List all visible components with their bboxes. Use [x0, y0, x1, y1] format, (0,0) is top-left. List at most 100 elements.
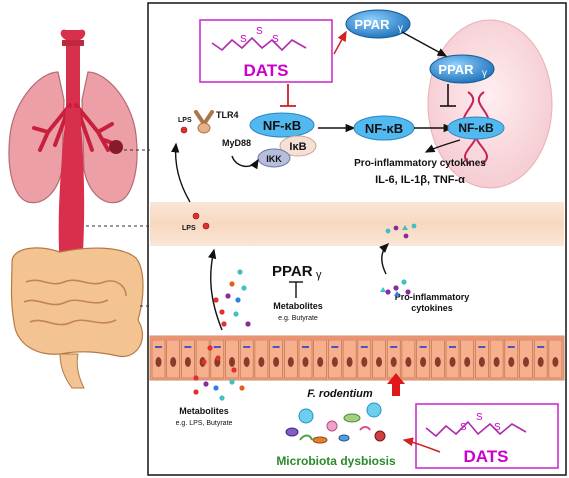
ppar-label-upper: PPAR — [354, 17, 390, 32]
cell-nucleus — [287, 357, 294, 367]
dats-box-bottom: S S S DATS — [415, 403, 559, 469]
tight-junction — [272, 346, 280, 348]
lps-label-upper: LPS — [178, 117, 192, 124]
metabolites-mid-label: Metabolites — [273, 301, 323, 311]
tight-junction — [302, 346, 309, 348]
cell-nucleus — [229, 357, 235, 367]
tight-junction — [449, 346, 456, 348]
svg-text:S: S — [240, 34, 247, 45]
cell-nucleus — [258, 357, 265, 367]
circulation-band — [150, 202, 564, 246]
epithelial-layer — [149, 335, 565, 381]
inhibit-metabolites-ppar — [289, 281, 303, 298]
ppar-sub-nucleus: γ — [482, 68, 487, 79]
lung-lesion — [109, 140, 123, 154]
svg-text:S: S — [272, 34, 279, 45]
tlr4-receptor: TLR4 MyD88 — [194, 110, 251, 148]
lps-label-lower: LPS — [182, 225, 196, 232]
nfkb-label-1: NF-κB — [263, 118, 301, 133]
bronchi — [32, 103, 120, 152]
tight-junction — [419, 346, 427, 348]
cell-nucleus — [523, 357, 529, 367]
cytokines-list: IL-6, IL-1β, TNF-α — [375, 174, 465, 186]
arrow-lps-up-2 — [208, 248, 223, 331]
cell-nucleus — [155, 357, 162, 367]
tight-junction — [331, 346, 339, 348]
cell-nucleus — [478, 357, 485, 367]
ikk-loop-arrow — [231, 155, 259, 170]
tlr4-label: TLR4 — [216, 110, 239, 120]
nfkb-free: NF-κB — [353, 115, 415, 141]
cell-nucleus — [170, 357, 177, 367]
tight-junction — [360, 346, 368, 348]
cell-nucleus — [346, 357, 353, 367]
arrow-ppar-to-ppar — [401, 31, 448, 57]
dats-label-top: DATS — [243, 61, 288, 80]
dats-label-bottom: DATS — [463, 447, 508, 466]
anatomy-illustration — [8, 29, 144, 389]
tight-junction — [507, 346, 515, 348]
microbiota-cluster — [285, 402, 386, 444]
esophagus — [58, 108, 85, 270]
arrow-cytokines-up — [379, 243, 389, 275]
cell-nucleus — [508, 357, 515, 367]
svg-text:S: S — [256, 26, 263, 37]
cell-nucleus — [302, 357, 309, 367]
cell-nucleus — [390, 357, 397, 367]
tight-junction — [390, 346, 398, 348]
metabolites-low-eg: e.g. LPS, Butyrate — [176, 420, 233, 427]
bacterium-label: F. rodentium — [307, 388, 373, 400]
cell-nucleus — [537, 357, 544, 367]
dats-structure-bottom — [425, 420, 527, 438]
cytokines-heading: Pro-inflammatory cytokines — [354, 158, 486, 169]
svg-text:PPAR: PPAR — [272, 263, 313, 280]
dats-structure-top — [211, 36, 307, 52]
cell-nucleus — [376, 357, 382, 367]
metabolite-particles — [193, 223, 417, 401]
proinflammatory-label-2: cytokines — [411, 303, 453, 313]
arrow-dats-to-ppar — [333, 30, 347, 55]
ppar-sub-mid: γ — [316, 269, 322, 281]
left-lung — [8, 71, 65, 204]
trachea — [66, 40, 80, 108]
dats-box-top: S S S DATS — [199, 19, 333, 83]
cell-nucleus — [464, 357, 471, 367]
cell-nucleus — [552, 357, 559, 367]
arrow-dats-to-microbiota — [402, 437, 441, 453]
tight-junction — [155, 346, 162, 348]
arrow-lps-up-1 — [171, 142, 191, 203]
cell-nucleus — [331, 357, 338, 367]
ppar-sub-upper: γ — [398, 23, 403, 34]
arrow-nucleus-to-cytokines — [424, 139, 461, 153]
right-lung — [81, 71, 138, 204]
ikb-label: IκB — [289, 141, 306, 153]
svg-text:PPAR: PPAR — [354, 17, 390, 32]
svg-text:PPAR: PPAR — [438, 62, 474, 77]
nfkb-nuclear: NF-κB — [447, 116, 505, 140]
svg-text:S: S — [476, 412, 483, 423]
cell-nucleus — [184, 357, 191, 367]
myd88-label: MyD88 — [222, 138, 251, 148]
main-frame — [147, 2, 567, 476]
cell-nucleus — [449, 357, 456, 367]
tight-junction — [213, 346, 221, 348]
inhibit-dats-nfkb — [280, 84, 296, 107]
tight-junction — [537, 346, 545, 348]
cell-nucleus — [493, 357, 500, 367]
cell-nucleus — [317, 357, 324, 367]
proinflammatory-label-1: Pro-inflammatory — [395, 292, 470, 302]
ppar-label-mid: PPAR — [272, 263, 313, 280]
tight-junction — [478, 346, 486, 348]
ppar-node-upper: PPAR γ — [345, 9, 411, 39]
metabolites-mid-eg: e.g. Butyrate — [278, 315, 318, 322]
dashed-connectors — [86, 149, 150, 307]
cell-nucleus — [243, 357, 250, 367]
lps-dot-upper — [180, 126, 188, 134]
tight-junction — [243, 346, 251, 348]
nfkb-complex: NF-κB IκB IKK — [231, 112, 317, 170]
svg-text:S: S — [460, 422, 467, 433]
svg-text:S: S — [494, 422, 501, 433]
ikk-node — [257, 148, 291, 168]
cell-nucleus — [273, 357, 280, 367]
inhibit-ppar-nfkb — [440, 84, 456, 107]
